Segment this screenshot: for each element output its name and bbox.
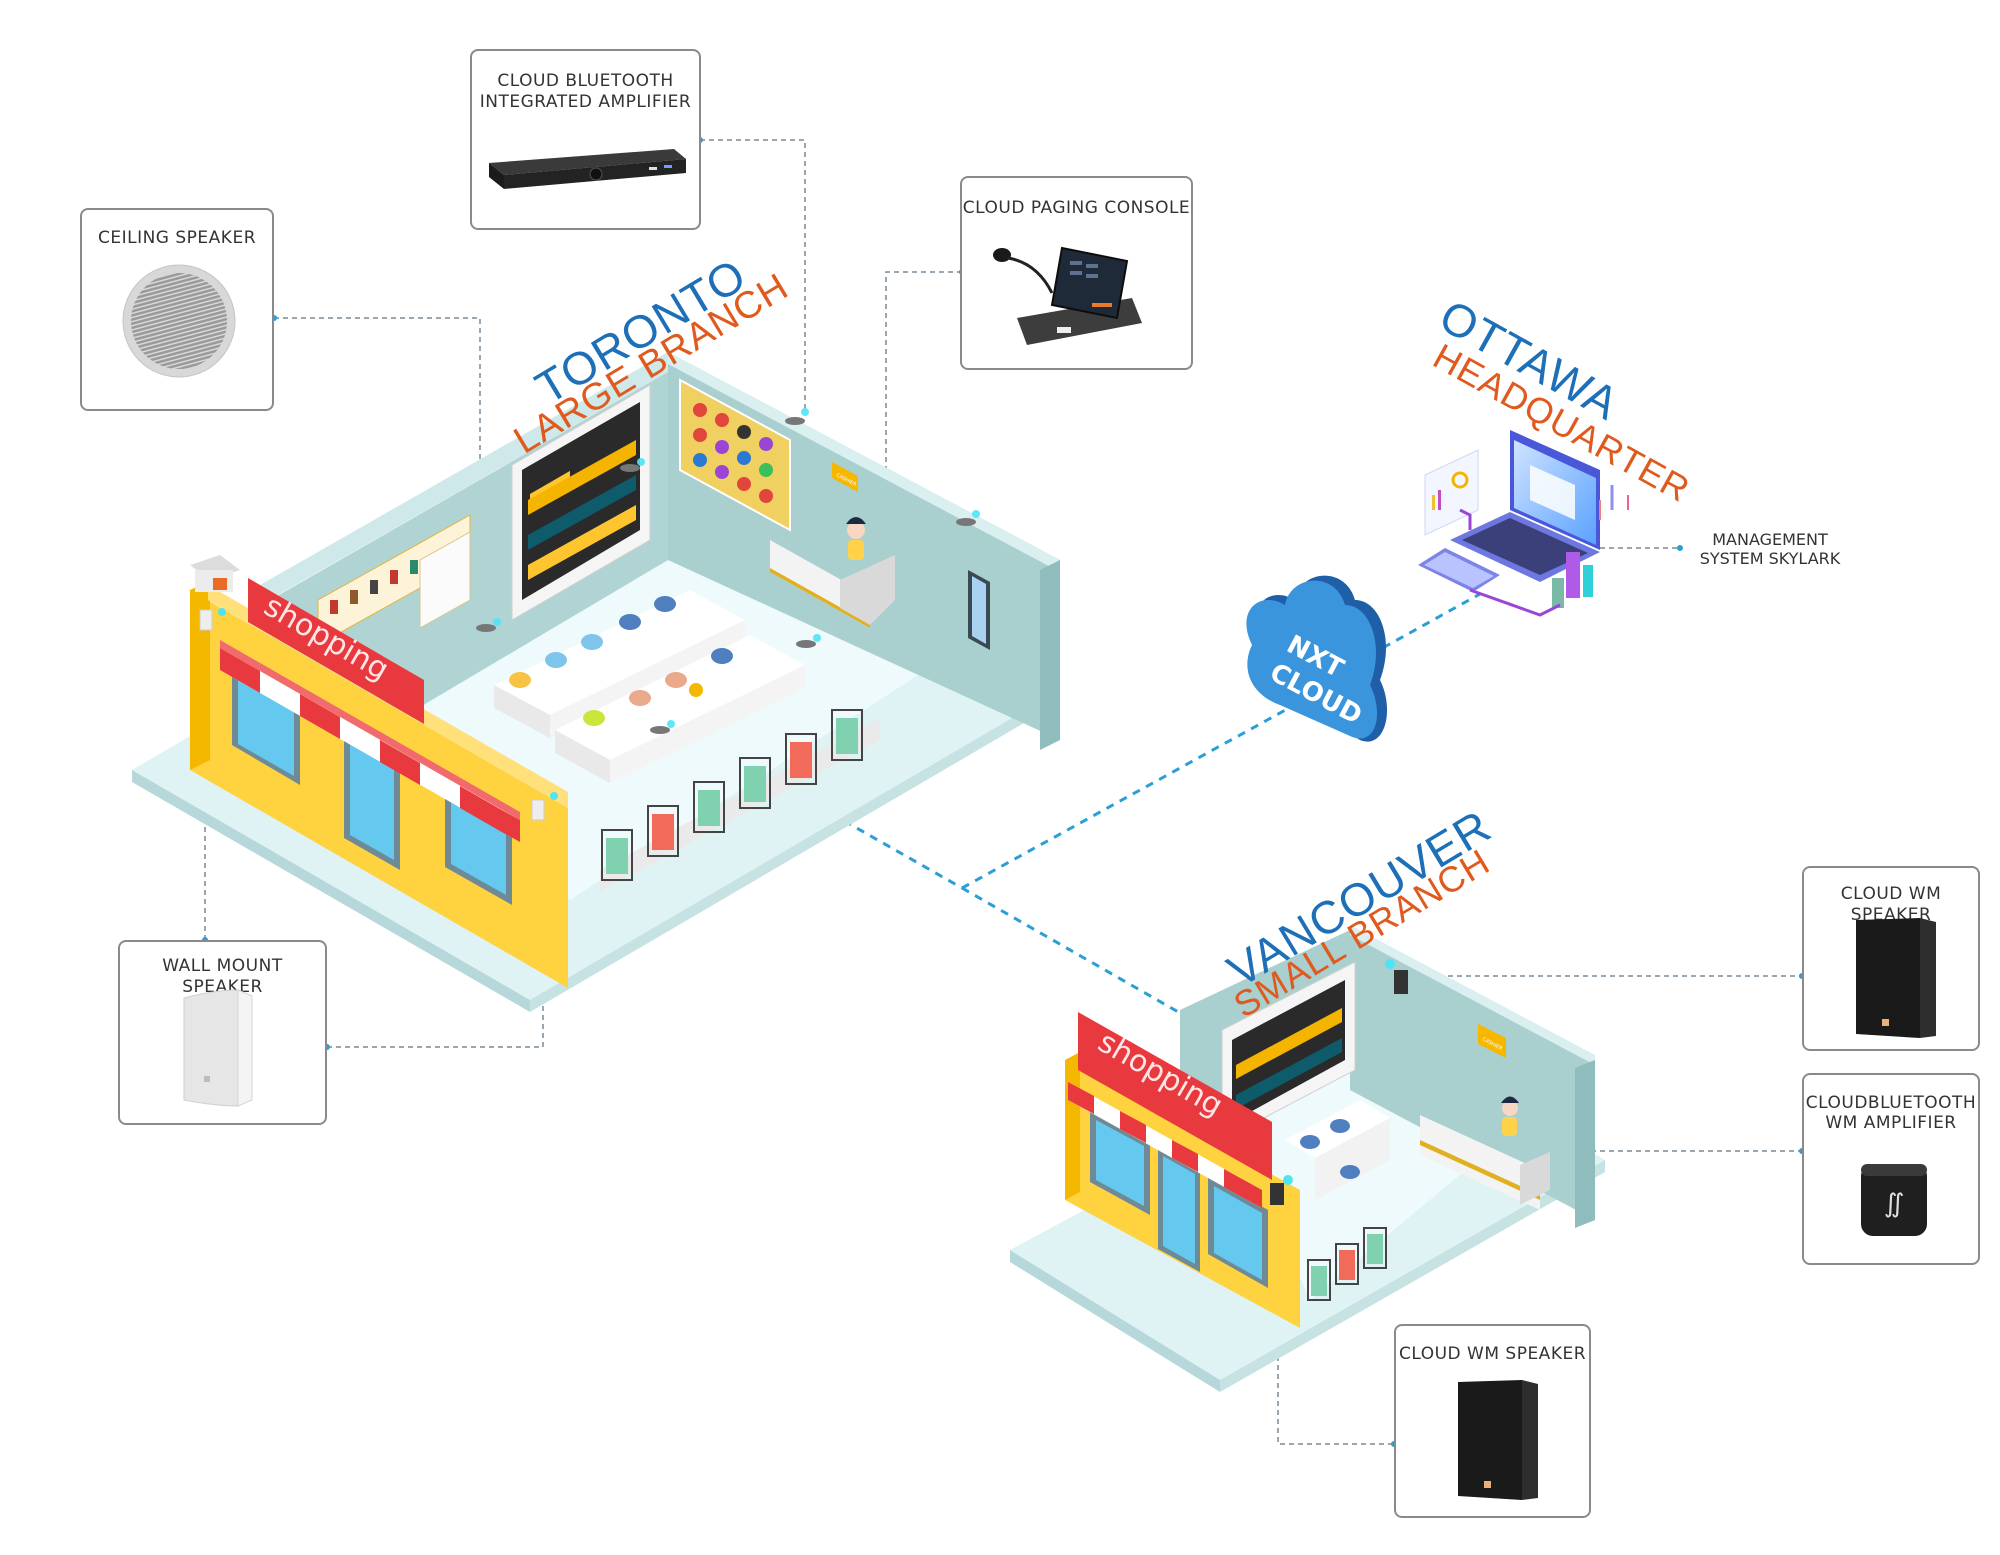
headquarter-workstation-icon (1418, 430, 1629, 617)
management-label-line1: MANAGEMENT (1712, 530, 1828, 549)
product-card-wall-mount-speaker[interactable]: WALL MOUNT SPEAKER (118, 940, 327, 1125)
product-card-paging-console[interactable]: CLOUD PAGING CONSOLE (960, 176, 1193, 370)
product-card-ceiling-speaker[interactable]: CEILING SPEAKER (80, 208, 274, 411)
rack-amplifier-icon (489, 149, 686, 189)
product-card-wm-speaker-right[interactable]: CLOUD WM SPEAKER (1802, 866, 1980, 1051)
network-links (817, 592, 1481, 1015)
nxt-cloud-icon: NXT CLOUD (1246, 575, 1388, 742)
wm-speaker-icon (1458, 1380, 1538, 1500)
wm-speaker-bottom-title: CLOUD WM SPEAKER (1398, 1344, 1587, 1364)
link-junction-vancouver (961, 886, 1181, 1015)
paging-console-icon (993, 246, 1142, 345)
link-toronto-junction (817, 804, 963, 890)
product-card-amplifier[interactable]: CLOUD BLUETOOTH INTEGRATED AMPLIFIER (470, 49, 701, 230)
paging-console-title: CLOUD PAGING CONSOLE (962, 198, 1191, 218)
link-cloud-headquarter (1369, 592, 1481, 657)
bt-wm-amplifier-icon: ∬ (1861, 1164, 1927, 1236)
bt-wm-amplifier-title-line2: WM AMPLIFIER (1825, 1113, 1957, 1133)
svg-text:∬: ∬ (1884, 1189, 1905, 1219)
toronto-store-illustration: CASHIER (132, 352, 1060, 1012)
bt-wm-amplifier-title-line1: CLOUDBLUETOOTH (1805, 1093, 1977, 1113)
ceiling-speaker-title: CEILING SPEAKER (97, 228, 257, 248)
ceiling-speaker-icon (122, 264, 236, 378)
vancouver-store-illustration: CASHIER shopping (1010, 925, 1605, 1392)
product-card-bt-wm-amplifier[interactable]: CLOUDBLUETOOTH WM AMPLIFIER ∬ (1802, 1073, 1980, 1265)
management-system-label: MANAGEMENT SYSTEM SKYLARK (1680, 530, 1860, 568)
leader-paging-console (885, 271, 962, 560)
leader-wm-speaker-bottom (1277, 1230, 1394, 1445)
product-card-wm-speaker-bottom[interactable]: CLOUD WM SPEAKER (1394, 1324, 1591, 1518)
link-junction-cloud (961, 700, 1301, 890)
amplifier-title-line2: INTEGRATED AMPLIFIER (479, 92, 692, 112)
amplifier-title-line1: CLOUD BLUETOOTH (497, 71, 674, 91)
wall-speaker-icon (183, 989, 253, 1107)
management-label-line2: SYSTEM SKYLARK (1699, 549, 1841, 568)
wm-speaker-icon (1856, 918, 1936, 1038)
